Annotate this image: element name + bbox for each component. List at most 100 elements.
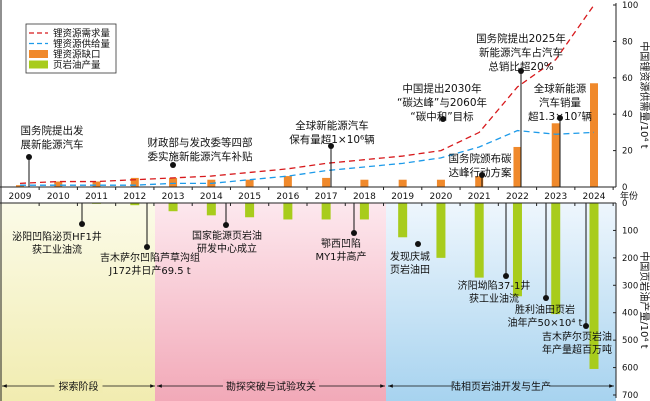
legend-label: 锂资源需求量	[53, 28, 111, 40]
annotation-text: 国务院颁布碳	[449, 152, 512, 165]
lithium-gap-bar	[322, 177, 331, 187]
lithium-gap-bar	[513, 146, 522, 187]
legend-label: 页岩油产量	[53, 59, 101, 71]
lithium-gap-bar	[360, 179, 369, 187]
annotation-text: 保有量超1×10⁶辆	[289, 133, 375, 146]
annotation-dot	[170, 162, 176, 168]
shale-oil-bar	[589, 203, 599, 369]
y-tick-label-lower: 700	[622, 391, 638, 401]
annotation-text: MY1井高产	[315, 250, 366, 263]
annotation-text: 油年产50×10⁴ t	[508, 316, 583, 329]
stage-breakthrough-label-bg	[223, 379, 319, 393]
y-tick-label-lower: 0	[622, 199, 627, 209]
annotation-text: 鄂西凹陷	[321, 237, 361, 250]
legend-label: 锂资源供给量	[53, 38, 111, 50]
annotation-text: 全球新能源	[534, 82, 587, 95]
x-tick-label: 2018	[353, 192, 376, 202]
x-tick-label: 2017	[315, 192, 338, 202]
annotation-text: 获工业油流	[32, 243, 82, 256]
x-tick-label: 2009	[9, 192, 32, 202]
annotation-dot	[79, 221, 85, 227]
annotation-text: 展新能源汽车	[21, 138, 84, 151]
y-tick-label-lower: 600	[622, 364, 638, 374]
stage-breakthrough-label: 勘探突破与试验攻关	[226, 380, 316, 393]
annotation-text: 财政部与发改委等四部	[148, 136, 253, 149]
annotation-text: 国务院提出2025年	[476, 32, 566, 45]
stage-production-label: 陆相页岩油开发与生产	[451, 380, 551, 393]
annotation-text: 页岩油田	[390, 263, 430, 276]
annotation-text: J172井日产69.5 t	[108, 264, 190, 277]
x-tick-label: 2020	[429, 192, 452, 202]
shale-oil-bar	[168, 203, 178, 212]
y-tick-label-upper: 60	[622, 74, 633, 84]
annotation-text: 超1.3×10⁷辆	[528, 110, 592, 123]
y-tick-label-lower: 300	[622, 281, 638, 291]
annotation-text: 达峰行动方案	[449, 166, 512, 179]
legend-bar-swatch	[29, 50, 48, 58]
annotation-text: 中国提出2030年	[402, 82, 481, 95]
annotation-text: 泌阳凹陷泌页HF1井	[12, 230, 102, 243]
annotation-text: 汽车销量	[539, 96, 581, 109]
annotation-dot	[557, 115, 563, 121]
annotation-dot	[26, 154, 32, 160]
shale-oil-bar	[321, 203, 331, 220]
annotation-dot	[503, 273, 509, 279]
lithium-gap-bar	[551, 123, 560, 187]
lithium-gap-bar	[54, 181, 63, 187]
lithium-gap-bar	[436, 179, 445, 187]
annotation-dot	[518, 68, 524, 74]
y-tick-label-lower: 400	[622, 309, 638, 319]
stage-bg-exploration	[0, 203, 155, 401]
x-tick-label: 2021	[468, 192, 491, 202]
y-tick-label-upper: 20	[622, 147, 633, 157]
y-tick-label-lower: 200	[622, 254, 638, 264]
annotation-text: 总销比超20%	[488, 60, 553, 73]
stage-bg-breakthrough	[155, 203, 386, 401]
shale-oil-bar	[206, 203, 216, 216]
annotation-dot	[223, 222, 229, 228]
shale-oil-bar	[245, 203, 255, 218]
stage-exploration-label-bg	[54, 379, 103, 393]
x-tick-label: 2016	[276, 192, 299, 202]
lithium-gap-bar	[283, 176, 292, 187]
annotation-text: 发现庆城	[390, 250, 430, 263]
annotation-text: 吉木萨尔凹陷芦草沟组	[100, 251, 200, 264]
annotation-text: 国务院提出发	[21, 124, 84, 137]
shale-oil-bar	[512, 203, 522, 297]
stage-production-label-bg	[453, 379, 549, 393]
annotation-dot	[479, 172, 485, 178]
annotation-dot	[144, 244, 150, 250]
y-tick-label-upper: 0	[622, 183, 627, 193]
lithium-gap-bar	[590, 83, 598, 187]
x-axis-label: 年份	[620, 190, 638, 202]
lithium-gap-bar	[398, 179, 407, 187]
y-tick-label-lower: 500	[622, 336, 638, 346]
lithium-gap-bar	[245, 179, 254, 187]
annotation-dot	[583, 323, 589, 329]
lithium-gap-bar	[92, 181, 101, 187]
annotation-text: “碳达峰”与2060年	[397, 96, 487, 109]
annotation-text: “碳中和”目标	[410, 110, 474, 123]
shale-oil-bar	[436, 203, 446, 258]
annotation-text: 济阳坳陷37-1井	[458, 279, 531, 292]
x-tick-label: 2010	[47, 192, 70, 202]
annotation-dot	[543, 295, 549, 301]
y-tick-label-lower: 100	[622, 226, 638, 236]
shale-oil-bar	[474, 203, 484, 278]
y-axis-label-upper: 中国锂资源供需量/10⁴ t	[638, 41, 650, 148]
lithium-gap-bar	[169, 177, 178, 187]
x-tick-label: 2024	[583, 192, 606, 202]
annotation-text: 胜利油田页岩	[515, 303, 575, 316]
supply-line	[20, 129, 595, 186]
legend-bar-swatch	[29, 60, 48, 69]
y-tick-label-upper: 40	[622, 110, 633, 120]
shale-oil-bar	[359, 203, 369, 220]
x-tick-label: 2013	[162, 192, 185, 202]
annotation-dot	[440, 116, 446, 122]
annotation-dot	[328, 143, 334, 149]
annotation-text: 全球新能源汽车	[295, 119, 369, 132]
demand-line	[19, 4, 595, 185]
y-tick-label-upper: 100	[622, 1, 638, 11]
